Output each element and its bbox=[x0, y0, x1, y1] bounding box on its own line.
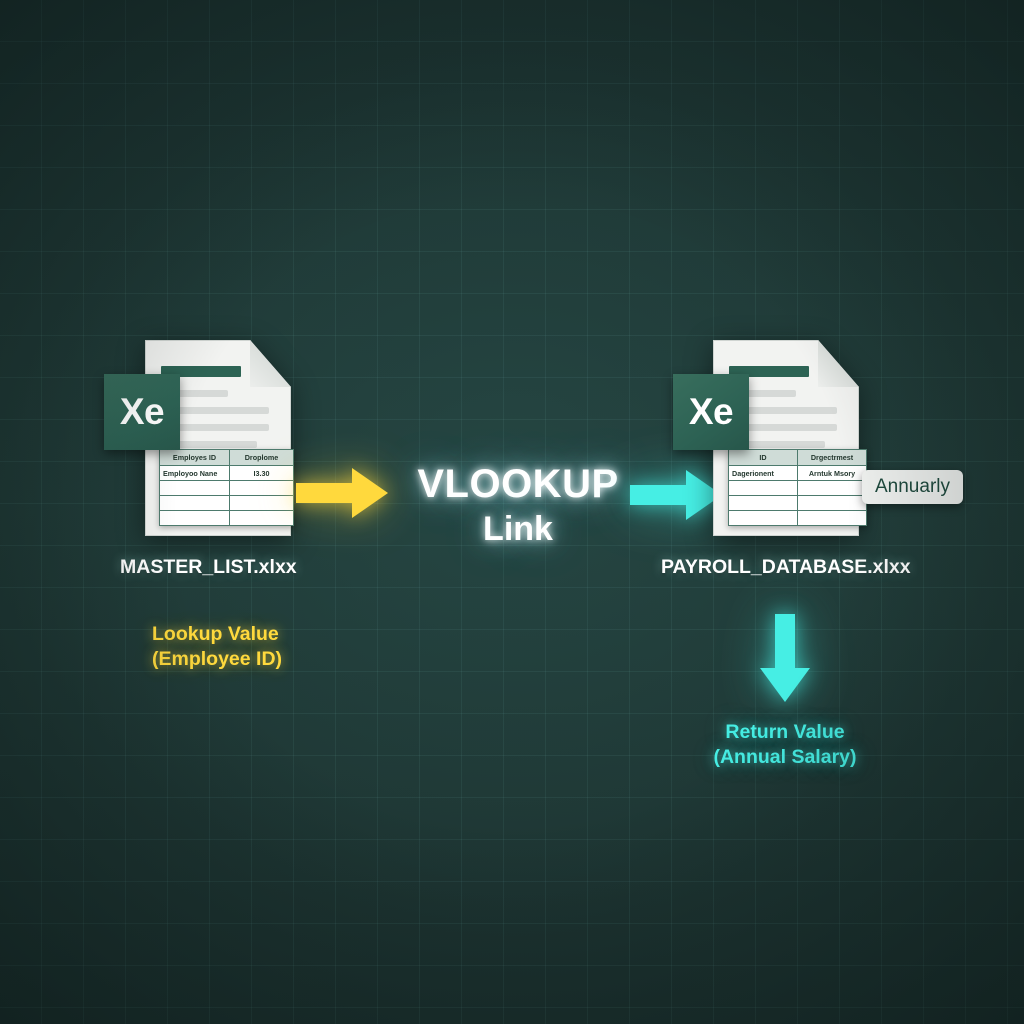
vlookup-title-line2: Link bbox=[483, 509, 553, 548]
source-data-table: Employes ID Droplome Employoo Nane I3.30 bbox=[159, 449, 294, 526]
column-header-secondary: Droplome bbox=[229, 449, 294, 466]
return-value-annotation: Return Value (Annual Salary) bbox=[690, 720, 880, 770]
arrow-shaft bbox=[775, 614, 795, 670]
arrow-shaft bbox=[296, 483, 354, 503]
cell-empty bbox=[159, 480, 230, 496]
cell-empty bbox=[229, 480, 294, 496]
document-text-lines bbox=[735, 390, 837, 458]
return-arrow-icon bbox=[760, 614, 810, 702]
excel-badge-label: Xe bbox=[688, 391, 734, 432]
return-value-line2: (Annual Salary) bbox=[713, 745, 857, 768]
target-file-caption: PAYROLL_DATABASE.xlxx bbox=[661, 556, 911, 578]
vlookup-title-line1: VLOOKUP bbox=[417, 462, 619, 506]
excel-badge-label: Xe bbox=[119, 391, 165, 432]
text-line bbox=[167, 424, 269, 431]
column-header-id: ID bbox=[728, 449, 798, 466]
lookup-arrow-icon bbox=[296, 468, 388, 518]
vlookup-link-title: VLOOKUP Link bbox=[408, 460, 628, 550]
link-arrow-icon bbox=[630, 470, 722, 520]
cell-empty bbox=[229, 510, 294, 526]
excel-badge-source: Xe bbox=[104, 374, 180, 450]
table-header-row: ID Drgectrmest bbox=[728, 449, 867, 466]
target-data-table: ID Drgectrmest Dagerionent Arntuk Msory bbox=[728, 449, 867, 526]
cell-value: I3.30 bbox=[229, 465, 294, 481]
lookup-value-line1: Lookup Value bbox=[152, 623, 279, 645]
cell-empty bbox=[229, 495, 294, 511]
cell-empty bbox=[159, 510, 230, 526]
annual-salary-badge: Annuarly bbox=[862, 470, 963, 504]
cell-annual-salary: Arntuk Msory bbox=[797, 465, 867, 481]
cell-empty bbox=[728, 480, 798, 496]
cell-empty bbox=[797, 510, 867, 526]
return-value-line1: Return Value bbox=[725, 721, 845, 743]
lookup-value-annotation: Lookup Value (Employee ID) bbox=[152, 622, 282, 672]
source-file-caption: MASTER_LIST.xlxx bbox=[120, 556, 297, 578]
document-text-lines bbox=[167, 390, 269, 458]
text-line bbox=[735, 424, 837, 431]
table-row bbox=[159, 480, 294, 496]
text-line bbox=[167, 407, 269, 414]
cell-empty bbox=[159, 495, 230, 511]
arrow-shaft bbox=[630, 485, 688, 505]
cell-empty bbox=[797, 480, 867, 496]
cell-empty bbox=[797, 495, 867, 511]
table-row: Employoo Nane I3.30 bbox=[159, 465, 294, 481]
cell-empty bbox=[728, 510, 798, 526]
excel-badge-target: Xe bbox=[673, 374, 749, 450]
column-header-employee-id: Employes ID bbox=[159, 449, 230, 466]
arrow-head bbox=[352, 468, 388, 518]
arrow-head bbox=[760, 668, 810, 702]
cell-employee-name: Employoo Nane bbox=[159, 465, 230, 481]
text-line bbox=[167, 441, 257, 448]
cell-empty bbox=[728, 495, 798, 511]
cell-department: Dagerionent bbox=[728, 465, 798, 481]
table-row bbox=[728, 495, 867, 511]
table-row bbox=[728, 480, 867, 496]
table-header-row: Employes ID Droplome bbox=[159, 449, 294, 466]
table-row: Dagerionent Arntuk Msory bbox=[728, 465, 867, 481]
table-row bbox=[159, 495, 294, 511]
table-row bbox=[728, 510, 867, 526]
column-header-department: Drgectrmest bbox=[797, 449, 867, 466]
lookup-value-line2: (Employee ID) bbox=[152, 647, 283, 670]
text-line bbox=[735, 407, 837, 414]
table-row bbox=[159, 510, 294, 526]
